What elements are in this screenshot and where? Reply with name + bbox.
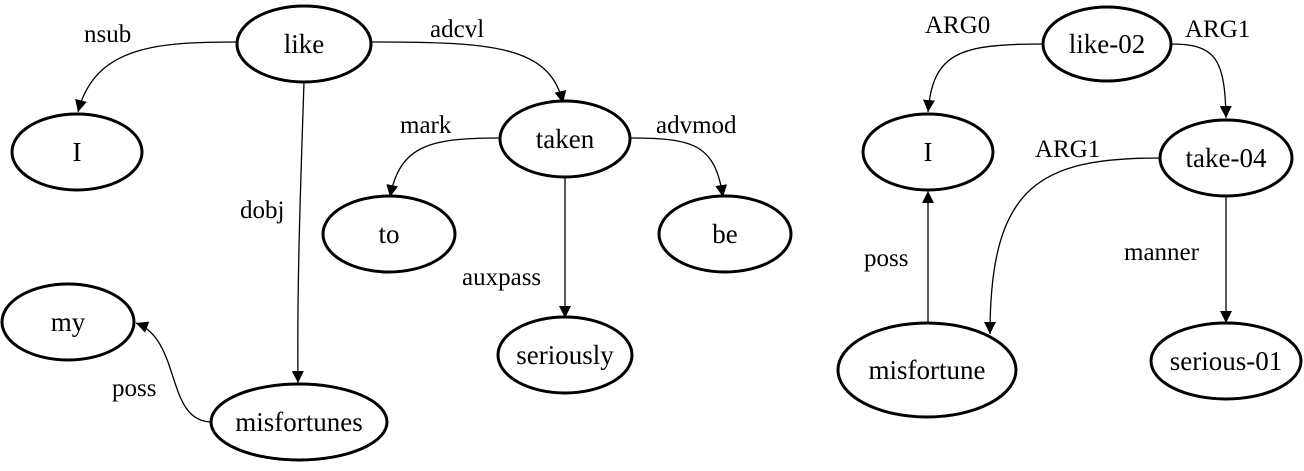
edge-misfortunes-poss-my: poss	[112, 321, 213, 423]
edge-like-nsub-i: nsub	[75, 21, 239, 113]
node-label-i-amr: I	[924, 137, 933, 167]
node-to: to	[321, 194, 457, 274]
node-serious-01: serious-01	[1149, 321, 1303, 401]
edge-misfortune-poss-i: poss	[864, 191, 934, 323]
edge-label-mark: mark	[400, 112, 452, 139]
node-i-amr: I	[861, 112, 995, 192]
node-label-seriously: seriously	[516, 340, 614, 370]
edge-label-dobj: dobj	[240, 197, 284, 224]
edge-label-poss-amr: poss	[864, 245, 908, 272]
node-label-misfortune: misfortune	[869, 355, 986, 385]
edge-label-arg0: ARG0	[925, 12, 990, 39]
node-be: be	[657, 194, 793, 274]
node-misfortunes: misfortunes	[209, 382, 389, 462]
amr-graph: ARG0 ARG1 ARG1 poss manner like-02 I	[836, 5, 1303, 419]
edge-label-arg1-left: ARG1	[1035, 136, 1100, 163]
node-like: like	[235, 4, 373, 84]
edge-taken-mark-to: mark	[386, 112, 501, 198]
node-take-04: take-04	[1158, 118, 1294, 198]
node-label-like-02: like-02	[1069, 29, 1145, 59]
node-like-02: like-02	[1041, 5, 1173, 83]
edge-label-nsub: nsub	[84, 21, 131, 48]
node-seriously: seriously	[496, 315, 634, 395]
node-label-taken: taken	[536, 124, 595, 154]
dependency-graph: nsub adcvl dobj mark advmod auxpass poss	[0, 4, 793, 462]
edge-like-dobj-misfortunes: dobj	[240, 81, 305, 384]
node-taken: taken	[498, 99, 632, 179]
node-label-misfortunes: misfortunes	[235, 407, 363, 437]
edge-like02-arg1-take04: ARG1	[1170, 16, 1250, 119]
node-label-like: like	[284, 29, 325, 59]
node-label-my: my	[51, 307, 86, 337]
edge-label-arg1-top: ARG1	[1185, 16, 1250, 43]
edge-label-advmod: advmod	[656, 112, 737, 139]
node-label-be: be	[712, 219, 738, 249]
edge-take04-arg1-misfortune: ARG1	[984, 136, 1161, 335]
node-label-serious-01: serious-01	[1170, 346, 1282, 376]
edge-label-poss: poss	[112, 375, 156, 402]
edge-taken-advmod-be: advmod	[629, 112, 737, 198]
edge-take04-manner-serious01: manner	[1124, 197, 1232, 323]
edge-like-adcvl-taken: adcvl	[370, 16, 567, 104]
node-label-take-04: take-04	[1186, 143, 1267, 173]
edge-label-adcvl: adcvl	[430, 16, 484, 43]
node-my: my	[0, 282, 136, 362]
edge-label-manner: manner	[1124, 239, 1200, 266]
node-label-to: to	[378, 219, 399, 249]
edge-taken-auxpass-seriously: auxpass	[462, 176, 571, 318]
node-misfortune: misfortune	[836, 321, 1018, 419]
edge-label-auxpass: auxpass	[462, 264, 541, 291]
edge-like02-arg0-i: ARG0	[923, 12, 1045, 113]
node-i: I	[10, 112, 144, 192]
node-label-i: I	[73, 137, 82, 167]
